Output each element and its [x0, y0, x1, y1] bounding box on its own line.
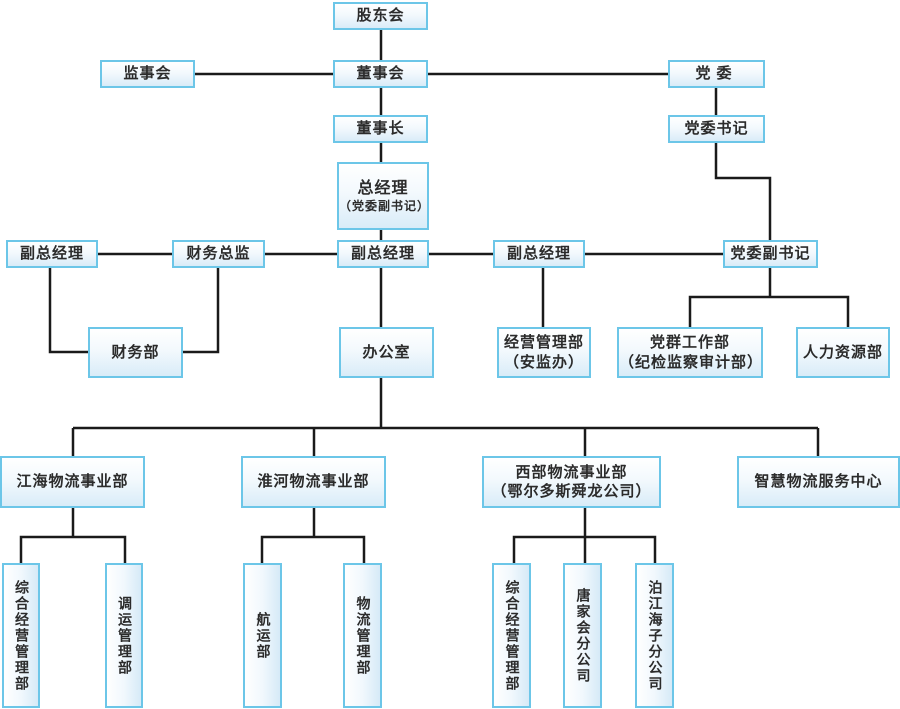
node-label: 智慧物流服务中心 — [754, 472, 883, 491]
node-division-huaihe: 淮河物流事业部 — [241, 456, 386, 508]
line-western-children-bar — [512, 535, 657, 563]
node-label: 党委 — [695, 64, 738, 83]
node-general-manager: 总经理 （党委副书记） — [337, 162, 429, 230]
node-party-work-dept: 党群工作部 （纪检监察审计部） — [617, 327, 763, 378]
node-label: 调运管理部 — [116, 595, 132, 676]
node-sublabel: （安监办） — [503, 352, 584, 371]
node-label: 董事会 — [356, 64, 405, 83]
node-label: 江海物流事业部 — [16, 472, 129, 491]
node-jianghai-unit: 综合经营管理部 — [2, 563, 40, 708]
node-party-deputy-secretary: 党委副书记 — [723, 240, 818, 268]
node-label: 党委书记 — [684, 119, 749, 138]
node-deputy-gm-center: 副总经理 — [337, 240, 429, 268]
line-secretary-deputy — [714, 143, 772, 240]
node-finance-dept: 财务部 — [88, 327, 183, 378]
node-label: 人力资源部 — [802, 342, 883, 361]
node-label: 财务总监 — [186, 244, 251, 263]
node-board-of-supervisors: 监事会 — [100, 60, 195, 88]
node-label: 副总经理 — [506, 244, 571, 263]
line-jianghai-children-bar — [19, 535, 127, 563]
node-label: 财务部 — [111, 342, 160, 361]
line-dgm-left-finance — [48, 268, 88, 354]
node-label: 副总经理 — [350, 244, 415, 263]
node-label: 综合经营管理部 — [503, 579, 520, 692]
line-huaihe-children-bar — [260, 535, 366, 563]
node-label: 办公室 — [362, 342, 411, 361]
node-label: 股东会 — [356, 6, 405, 25]
node-label: 监事会 — [123, 64, 172, 83]
node-label: 泊江海子分公司 — [646, 579, 663, 692]
node-party-committee: 党委 — [668, 60, 765, 88]
node-jianghai-unit: 调运管理部 — [105, 563, 143, 708]
node-hr-dept: 人力资源部 — [796, 327, 890, 378]
node-sublabel: （党委副书记） — [339, 198, 431, 213]
node-label: 经营管理部 — [503, 333, 584, 351]
node-huaihe-unit: 航运部 — [243, 563, 282, 708]
node-label: 西部物流事业部 — [515, 462, 628, 481]
node-western-unit: 唐家会分公司 — [563, 563, 602, 708]
node-huaihe-unit: 物流管理部 — [343, 563, 382, 708]
node-division-jianghai: 江海物流事业部 — [0, 456, 145, 508]
node-label: 综合经营管理部 — [13, 579, 29, 692]
node-western-unit: 综合经营管理部 — [492, 563, 531, 708]
node-division-western: 西部物流事业部 （鄂尔多斯舜龙公司） — [482, 456, 661, 508]
node-label: 唐家会分公司 — [574, 587, 591, 684]
node-cfo: 财务总监 — [172, 240, 265, 268]
line-party-work-hr-bar — [688, 295, 850, 327]
node-label: 淮河物流事业部 — [257, 472, 370, 491]
node-chairman: 董事长 — [333, 115, 428, 143]
node-deputy-gm-right: 副总经理 — [493, 240, 585, 268]
node-western-unit: 泊江海子分公司 — [635, 563, 674, 708]
node-label: 总经理 — [357, 177, 409, 197]
node-label: 党群工作部 — [649, 333, 730, 351]
node-office: 办公室 — [339, 327, 434, 378]
node-sublabel: （鄂尔多斯舜龙公司） — [491, 482, 652, 500]
node-label: 董事长 — [356, 119, 405, 138]
node-deputy-gm-left: 副总经理 — [6, 240, 98, 268]
node-label: 物流管理部 — [354, 595, 371, 676]
node-label: 副总经理 — [19, 244, 84, 263]
node-party-secretary: 党委书记 — [668, 115, 765, 143]
node-operations-dept: 经营管理部 （安监办） — [497, 327, 591, 378]
node-label: 党委副书记 — [730, 244, 811, 263]
node-sublabel: （纪检监察审计部） — [619, 352, 764, 371]
node-board-of-directors: 董事会 — [333, 60, 428, 88]
line-cfo-finance — [183, 268, 220, 354]
node-label: 航运部 — [254, 611, 271, 660]
node-smart-logistics-center: 智慧物流服务中心 — [737, 456, 900, 508]
node-shareholders-meeting: 股东会 — [333, 2, 428, 30]
